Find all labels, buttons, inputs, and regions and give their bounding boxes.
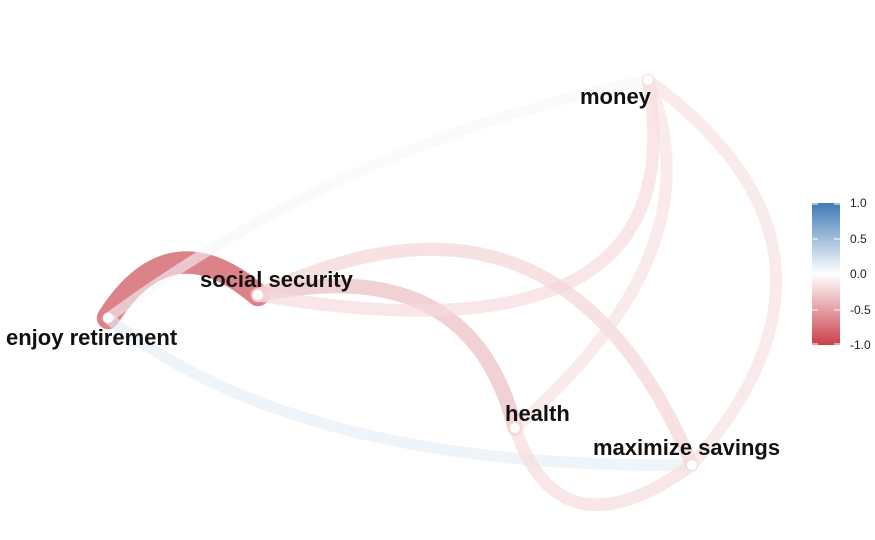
legend-tick-label: -1.0 (850, 338, 871, 352)
node-point-social-security (253, 290, 263, 300)
label-layer: money social security enjoy retirement h… (6, 84, 780, 460)
node-point-money (643, 75, 653, 85)
node-label-social-security: social security (200, 267, 354, 292)
legend-tick-label: -0.5 (850, 303, 871, 317)
node-label-health: health (505, 401, 570, 426)
edge-money-maximize-savings (642, 74, 783, 471)
edge-layer (96, 73, 783, 512)
color-legend: 1.0 0.5 0.0 -0.5 -1.0 (812, 196, 871, 352)
legend-tick-label: 0.5 (850, 232, 867, 246)
legend-tick-label: 0.0 (850, 267, 867, 281)
node-label-money: money (580, 84, 652, 109)
legend-tick-label: 1.0 (850, 196, 867, 210)
node-label-enjoy-retirement: enjoy retirement (6, 325, 178, 350)
edge-social-security-maximize-savings (251, 242, 699, 472)
node-point-enjoy-retirement (103, 313, 113, 323)
edge-social-security-money (251, 73, 660, 317)
edge-health-maximize-savings (508, 421, 699, 512)
edge-enjoy-retirement-maximize-savings (102, 312, 698, 471)
legend-tick-marks (812, 203, 840, 345)
node-label-maximize-savings: maximize savings (593, 435, 780, 460)
edge-money-health (509, 74, 673, 434)
node-layer (103, 75, 697, 470)
node-point-health (510, 423, 520, 433)
edge-enjoy-retirement-money (102, 74, 654, 324)
node-point-maximize-savings (687, 460, 697, 470)
edge-enjoy-retirement-social-security (96, 251, 270, 330)
